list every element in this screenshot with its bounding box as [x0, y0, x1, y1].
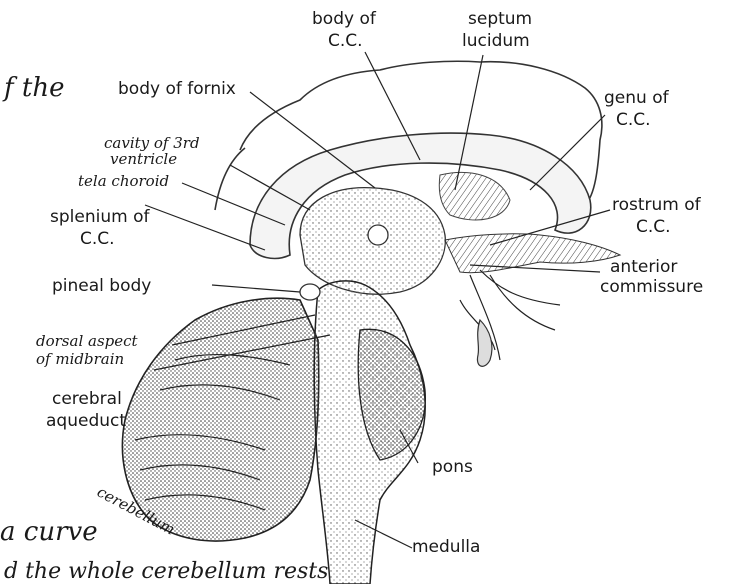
label-pineal-body: pineal body — [52, 276, 151, 296]
label-anterior-line2: commissure — [600, 277, 703, 297]
fragment-top-left: f the — [2, 73, 64, 103]
label-septum: septum lucidum — [462, 9, 538, 51]
label-dorsal-line2: of midbrain — [36, 350, 124, 368]
label-anterior-line1: anterior — [610, 257, 677, 277]
label-genu-line2: C.C. — [616, 110, 651, 130]
label-aqueduct-line2: aqueduct — [46, 411, 126, 431]
label-rostrum: rostrum of C.C. — [612, 195, 706, 237]
label-genu-line1: genu of — [604, 88, 670, 108]
label-dorsal-line1: dorsal aspect — [36, 332, 139, 350]
label-dorsal-midbrain: dorsal aspect of midbrain — [36, 332, 142, 368]
fragment-bottom-left: a curve — [0, 517, 98, 547]
rostrum-region — [445, 234, 620, 273]
label-anterior-commissure: anterior commissure — [600, 257, 703, 297]
label-cerebral-aqueduct: cerebral aqueduct — [46, 389, 127, 431]
label-body-cc-line2: C.C. — [328, 31, 363, 51]
label-rostrum-line2: C.C. — [636, 217, 671, 237]
label-medulla: medulla — [412, 537, 480, 557]
label-septum-line1: septum — [468, 9, 532, 29]
label-genu: genu of C.C. — [604, 88, 674, 130]
label-rostrum-line1: rostrum of — [612, 195, 702, 215]
label-body-fornix: body of fornix — [118, 79, 236, 99]
label-cavity-3rd: cavity of 3rd ventricle — [104, 134, 204, 168]
label-splenium: splenium of C.C. — [50, 207, 155, 249]
label-cavity-line2: ventricle — [110, 150, 177, 168]
label-septum-line2: lucidum — [462, 31, 530, 51]
label-aqueduct-line1: cerebral — [52, 389, 122, 409]
label-tela-choroid: tela choroid — [78, 172, 169, 190]
label-body-cc-line1: body of — [312, 9, 377, 29]
fragment-bottom-line: d the whole cerebellum rests — [4, 559, 328, 584]
label-splenium-line1: splenium of — [50, 207, 150, 227]
label-splenium-line2: C.C. — [80, 229, 115, 249]
label-pons: pons — [432, 457, 473, 477]
septum-lucidum — [439, 172, 510, 220]
label-body-cc: body of C.C. — [312, 9, 381, 51]
pineal-body — [300, 284, 320, 300]
